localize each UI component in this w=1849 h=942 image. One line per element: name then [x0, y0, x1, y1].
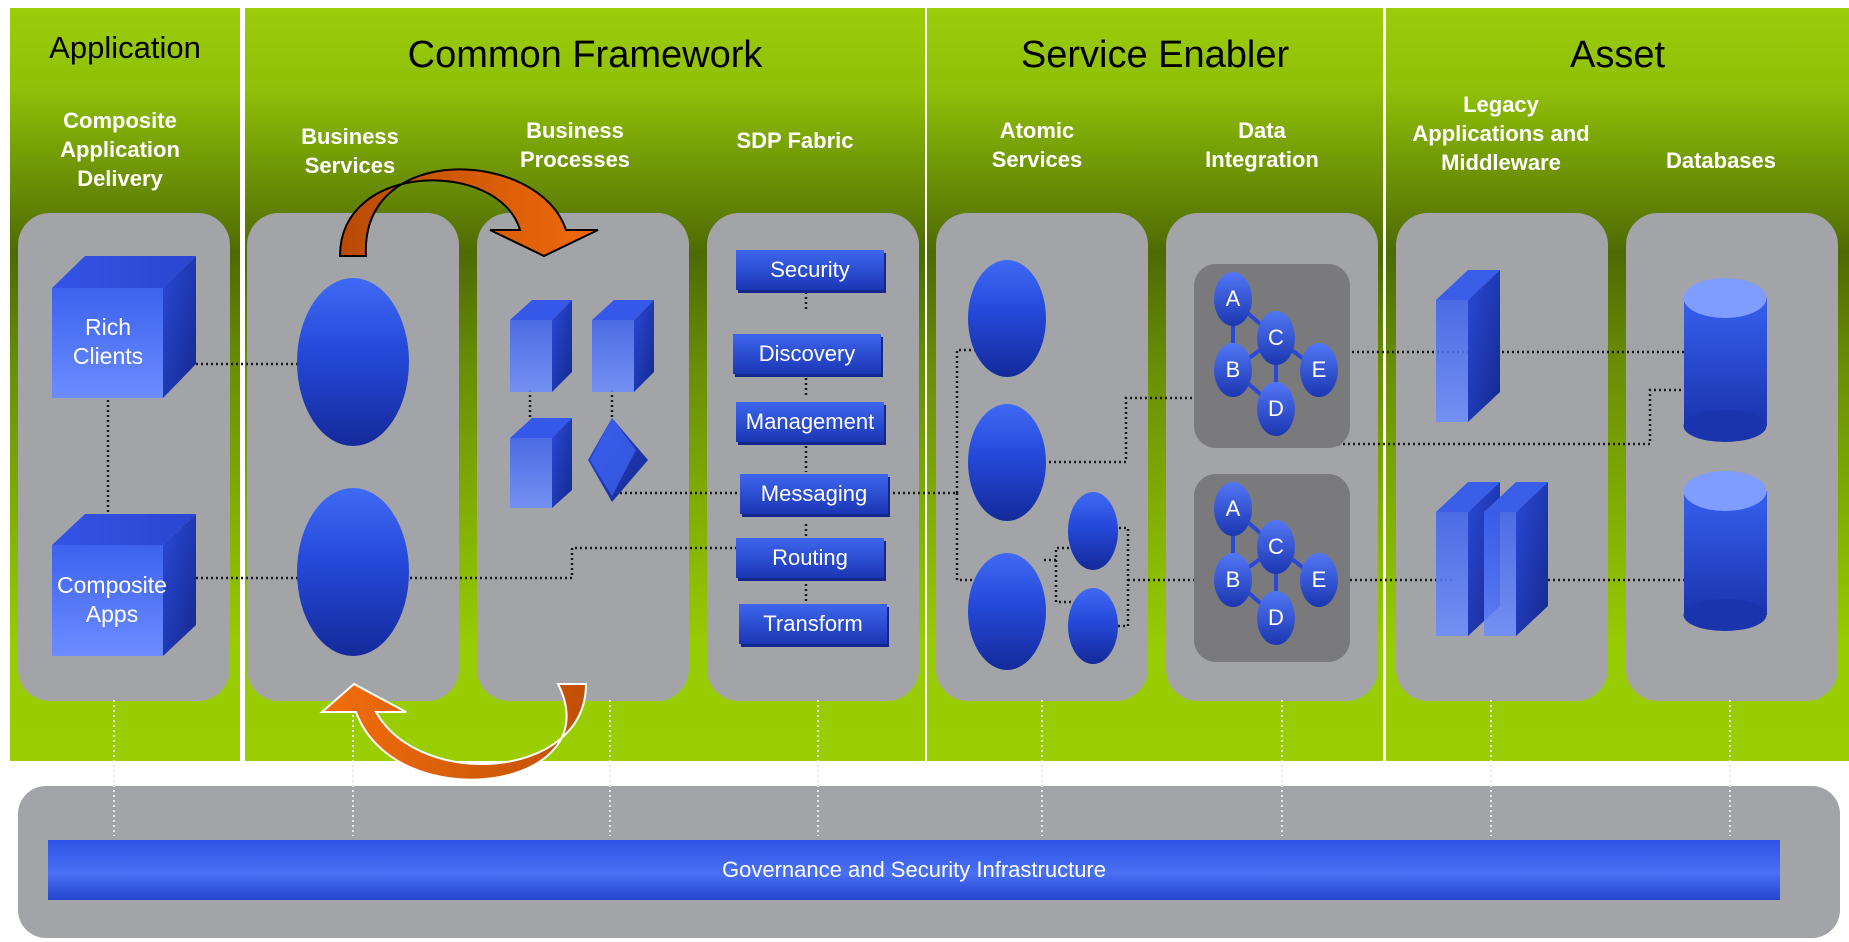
sub-atomic-services: Atomic Services	[991, 118, 1083, 172]
top-cycle-arrow-icon	[338, 168, 599, 258]
process-cube-1	[510, 300, 572, 392]
composite-apps-label: Composite Apps	[57, 572, 167, 627]
governance-bar	[48, 840, 1780, 900]
sub-business-services: Business Services	[301, 124, 399, 178]
section-title-asset: Asset	[1569, 34, 1666, 76]
rich-clients-label: Rich Clients	[72, 314, 144, 369]
graph1-node-c: C	[1257, 311, 1295, 365]
graph2-node-d: D	[1257, 591, 1295, 645]
fabric-security: Security	[736, 250, 884, 290]
fabric-messaging: Messaging	[740, 474, 888, 514]
governance-label: Governance and Security Infrastructure	[722, 857, 1106, 882]
legacy-slab-1	[1436, 270, 1500, 422]
sub-composite-application-delivery: Composite Application Delivery	[60, 108, 180, 191]
atomic-service-oval-1	[968, 260, 1046, 377]
atomic-service-oval-5	[1068, 588, 1118, 664]
sub-data-integration: Data Integration	[1205, 118, 1319, 172]
database-cylinder-2-icon	[1683, 471, 1767, 631]
sub-databases: Databases	[1665, 148, 1777, 173]
composite-apps-cube	[52, 514, 196, 656]
sub-legacy-applications: Legacy Applications and Middleware	[1412, 92, 1590, 175]
sub-sdp-fabric: SDP Fabric	[736, 128, 854, 153]
graph1-node-a: A	[1214, 272, 1252, 326]
sub-business-processes: Business Processes	[519, 118, 631, 172]
bottom-cycle-arrow-icon	[319, 682, 588, 781]
graph2-node-c: C	[1257, 520, 1295, 574]
atomic-service-oval-2	[968, 404, 1046, 521]
business-service-oval-1	[297, 278, 409, 446]
database-cylinder-1-icon	[1683, 278, 1767, 442]
graph2-node-b: B	[1214, 553, 1252, 607]
process-cube-2	[592, 300, 654, 392]
section-title-service-enabler: Service Enabler	[1020, 34, 1290, 76]
graph1-node-d: D	[1257, 382, 1295, 436]
fabric-management: Management	[736, 402, 884, 442]
graph2-node-a: A	[1214, 482, 1252, 536]
section-title-common-framework: Common Framework	[407, 34, 763, 76]
graph1-node-b: B	[1214, 343, 1252, 397]
fabric-discovery: Discovery	[733, 334, 881, 374]
atomic-service-oval-4	[1068, 492, 1118, 570]
atomic-service-oval-3	[968, 553, 1046, 670]
section-title-application: Application	[49, 30, 201, 65]
graph1-node-e: E	[1300, 343, 1338, 397]
process-diamond	[588, 418, 648, 502]
process-cube-3	[510, 418, 572, 508]
fabric-routing: Routing	[736, 538, 884, 578]
rich-clients-cube	[52, 256, 196, 398]
business-service-oval-2	[297, 488, 409, 656]
fabric-transform: Transform	[739, 604, 887, 644]
graph2-node-e: E	[1300, 553, 1338, 607]
legacy-slab-3	[1484, 482, 1548, 636]
